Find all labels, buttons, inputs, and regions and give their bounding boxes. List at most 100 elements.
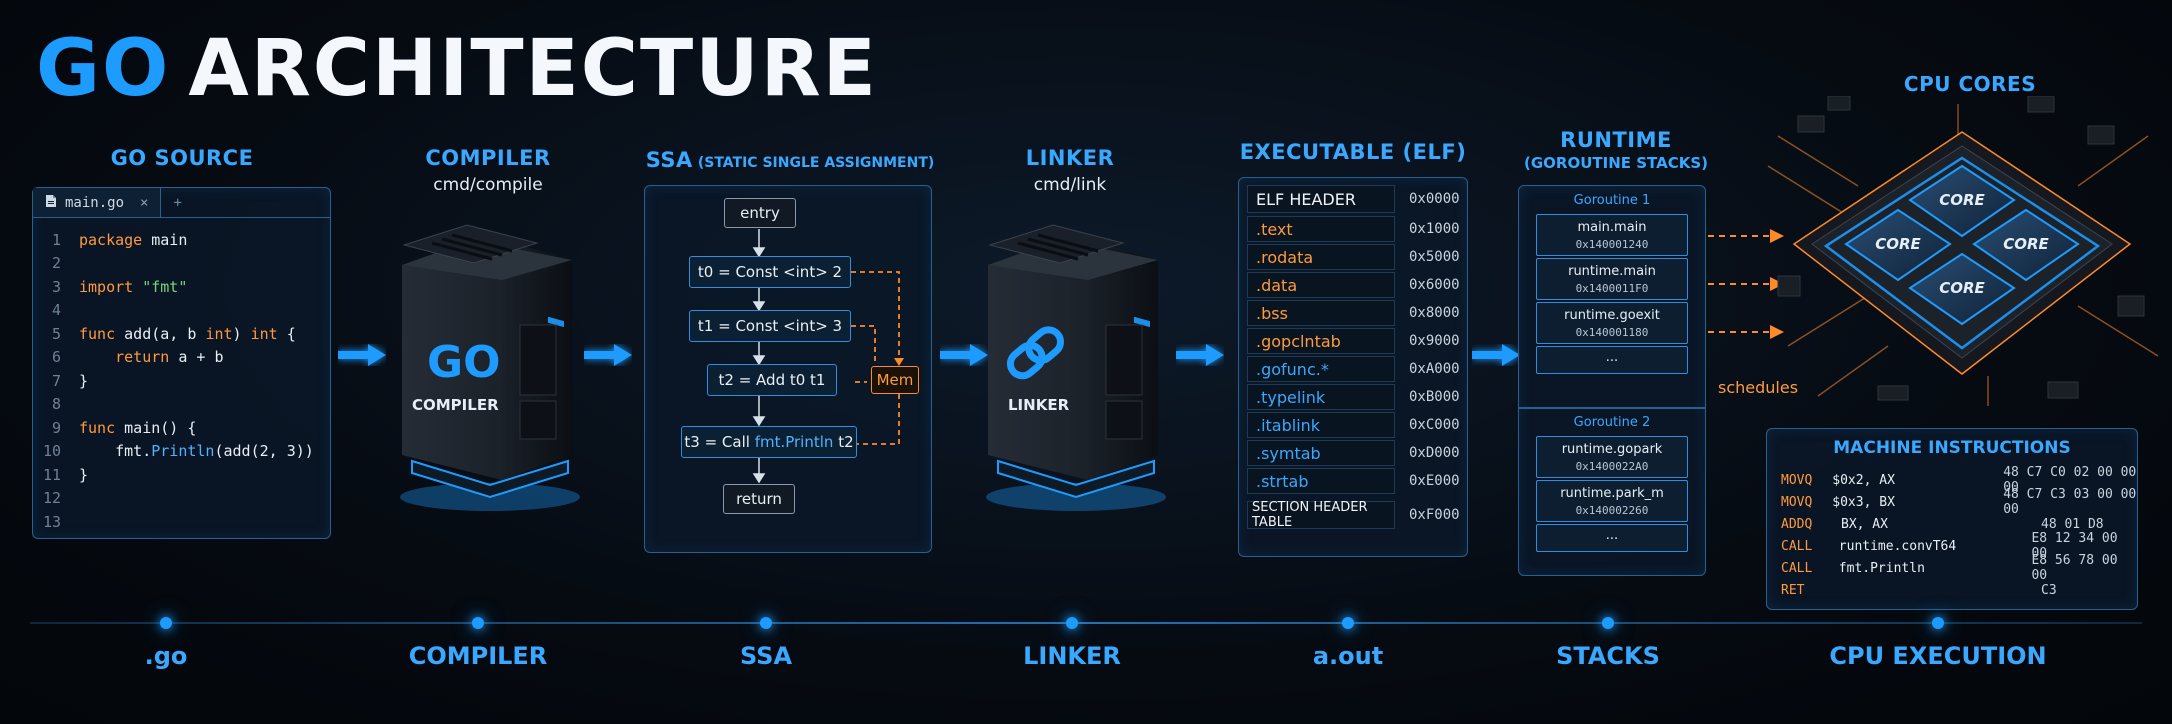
- stack-frame-function: runtime.gopark: [1561, 442, 1663, 457]
- ssa-node-t2[interactable]: t2 = Add t0 t1: [707, 364, 837, 396]
- timeline-dot: [760, 617, 772, 629]
- elf-section-row[interactable]: .text 0x1000: [1247, 216, 1460, 242]
- line-number: 5: [51, 324, 61, 343]
- code-token: }: [79, 465, 89, 484]
- code-token: "fmt": [142, 277, 188, 296]
- ssa-entry-node[interactable]: entry: [724, 198, 796, 228]
- elf-section-address: 0xB000: [1409, 389, 1460, 405]
- arrow-right-icon: [1176, 344, 1224, 366]
- stack-frame-function: runtime.main: [1568, 264, 1656, 279]
- link-icon: [1006, 326, 1065, 380]
- stack-frame-address: 0x140001240: [1575, 238, 1649, 251]
- line-number: 7: [51, 371, 61, 390]
- code-line[interactable]: 11}: [33, 463, 330, 487]
- code-token: main() {: [115, 418, 197, 437]
- ssa-node-t3[interactable]: t3 = Call fmt.Println t2: [681, 426, 857, 458]
- title-go: GO: [36, 24, 171, 114]
- timeline-dot: [472, 617, 484, 629]
- line-number: 12: [42, 489, 61, 508]
- arrow-right-icon: [1472, 344, 1520, 366]
- line-number: 8: [51, 395, 61, 414]
- timeline-dot: [1342, 617, 1354, 629]
- ssa-node-t0[interactable]: t0 = Const <int> 2: [689, 256, 851, 288]
- elf-section-row[interactable]: .gofunc.*0xA000: [1247, 356, 1460, 382]
- code-line[interactable]: 13: [33, 510, 330, 534]
- elf-section-name: SECTION HEADER TABLE: [1247, 500, 1395, 530]
- title-architecture: ARCHITECTURE: [188, 24, 878, 114]
- elf-section-name: ELF HEADER: [1247, 185, 1395, 213]
- editor-tab-main-go[interactable]: main.go ×: [33, 188, 162, 217]
- close-icon[interactable]: ×: [140, 194, 149, 211]
- code-line[interactable]: 4: [33, 299, 330, 323]
- code-line[interactable]: 12: [33, 487, 330, 511]
- code-line[interactable]: 10 fmt.Println(add(2, 3)): [33, 440, 330, 464]
- timeline-label: SSA: [739, 642, 793, 670]
- timeline-label: .go: [144, 642, 188, 670]
- code-line[interactable]: 8: [33, 393, 330, 417]
- line-number: 2: [51, 254, 61, 273]
- code-line[interactable]: 6 return a + b: [33, 346, 330, 370]
- ssa-t3-prefix: t3 = Call: [684, 433, 755, 451]
- stack-frame-function: main.main: [1577, 220, 1647, 235]
- stack-frame[interactable]: main.main 0x140001240: [1536, 214, 1688, 256]
- goroutine-divider: [1519, 407, 1705, 409]
- machine-instructions-title: MACHINE INSTRUCTIONS: [1833, 438, 2071, 458]
- instruction-bytes: C3: [2041, 582, 2057, 598]
- stack-frame-function: runtime.goexit: [1564, 308, 1660, 323]
- elf-section-address: 0x5000: [1409, 249, 1460, 265]
- ssa-node-t1[interactable]: t1 = Const <int> 3: [689, 310, 851, 342]
- ssa-mem-node[interactable]: Mem: [871, 366, 919, 394]
- compiler-go-logo: GO: [427, 337, 501, 388]
- code-token: [79, 348, 115, 366]
- new-tab-icon[interactable]: +: [173, 194, 182, 211]
- elf-section-name: .data: [1247, 272, 1395, 298]
- instruction-args: fmt.Println: [1838, 560, 1925, 576]
- code-line[interactable]: 7}: [33, 369, 330, 393]
- ssa-title-main: SSA: [645, 148, 693, 172]
- core-label-4: CORE: [1939, 279, 1985, 297]
- code-line[interactable]: 2: [33, 252, 330, 276]
- stack-frame-more: ...: [1536, 346, 1688, 374]
- code-token: Println: [151, 442, 215, 461]
- instruction-op: MOVQ: [1781, 494, 1813, 510]
- instruction-args: $0x3, BX: [1832, 494, 1895, 510]
- timeline-label: STACKS: [1556, 642, 1660, 670]
- ssa-edges: [752, 229, 904, 484]
- elf-section-name: .text: [1247, 216, 1395, 242]
- line-number: 1: [51, 230, 61, 249]
- elf-section-address: 0xD000: [1409, 445, 1460, 461]
- compiler-machine: GO COMPILER: [400, 224, 580, 511]
- source-title: GO SOURCE: [110, 146, 254, 170]
- elf-title: EXECUTABLE (ELF): [1239, 140, 1467, 164]
- elf-section-address: 0x1000: [1409, 221, 1460, 237]
- code-token: [133, 278, 142, 296]
- schedules-label: schedules: [1718, 378, 1799, 397]
- ssa-return-node[interactable]: return: [723, 484, 795, 514]
